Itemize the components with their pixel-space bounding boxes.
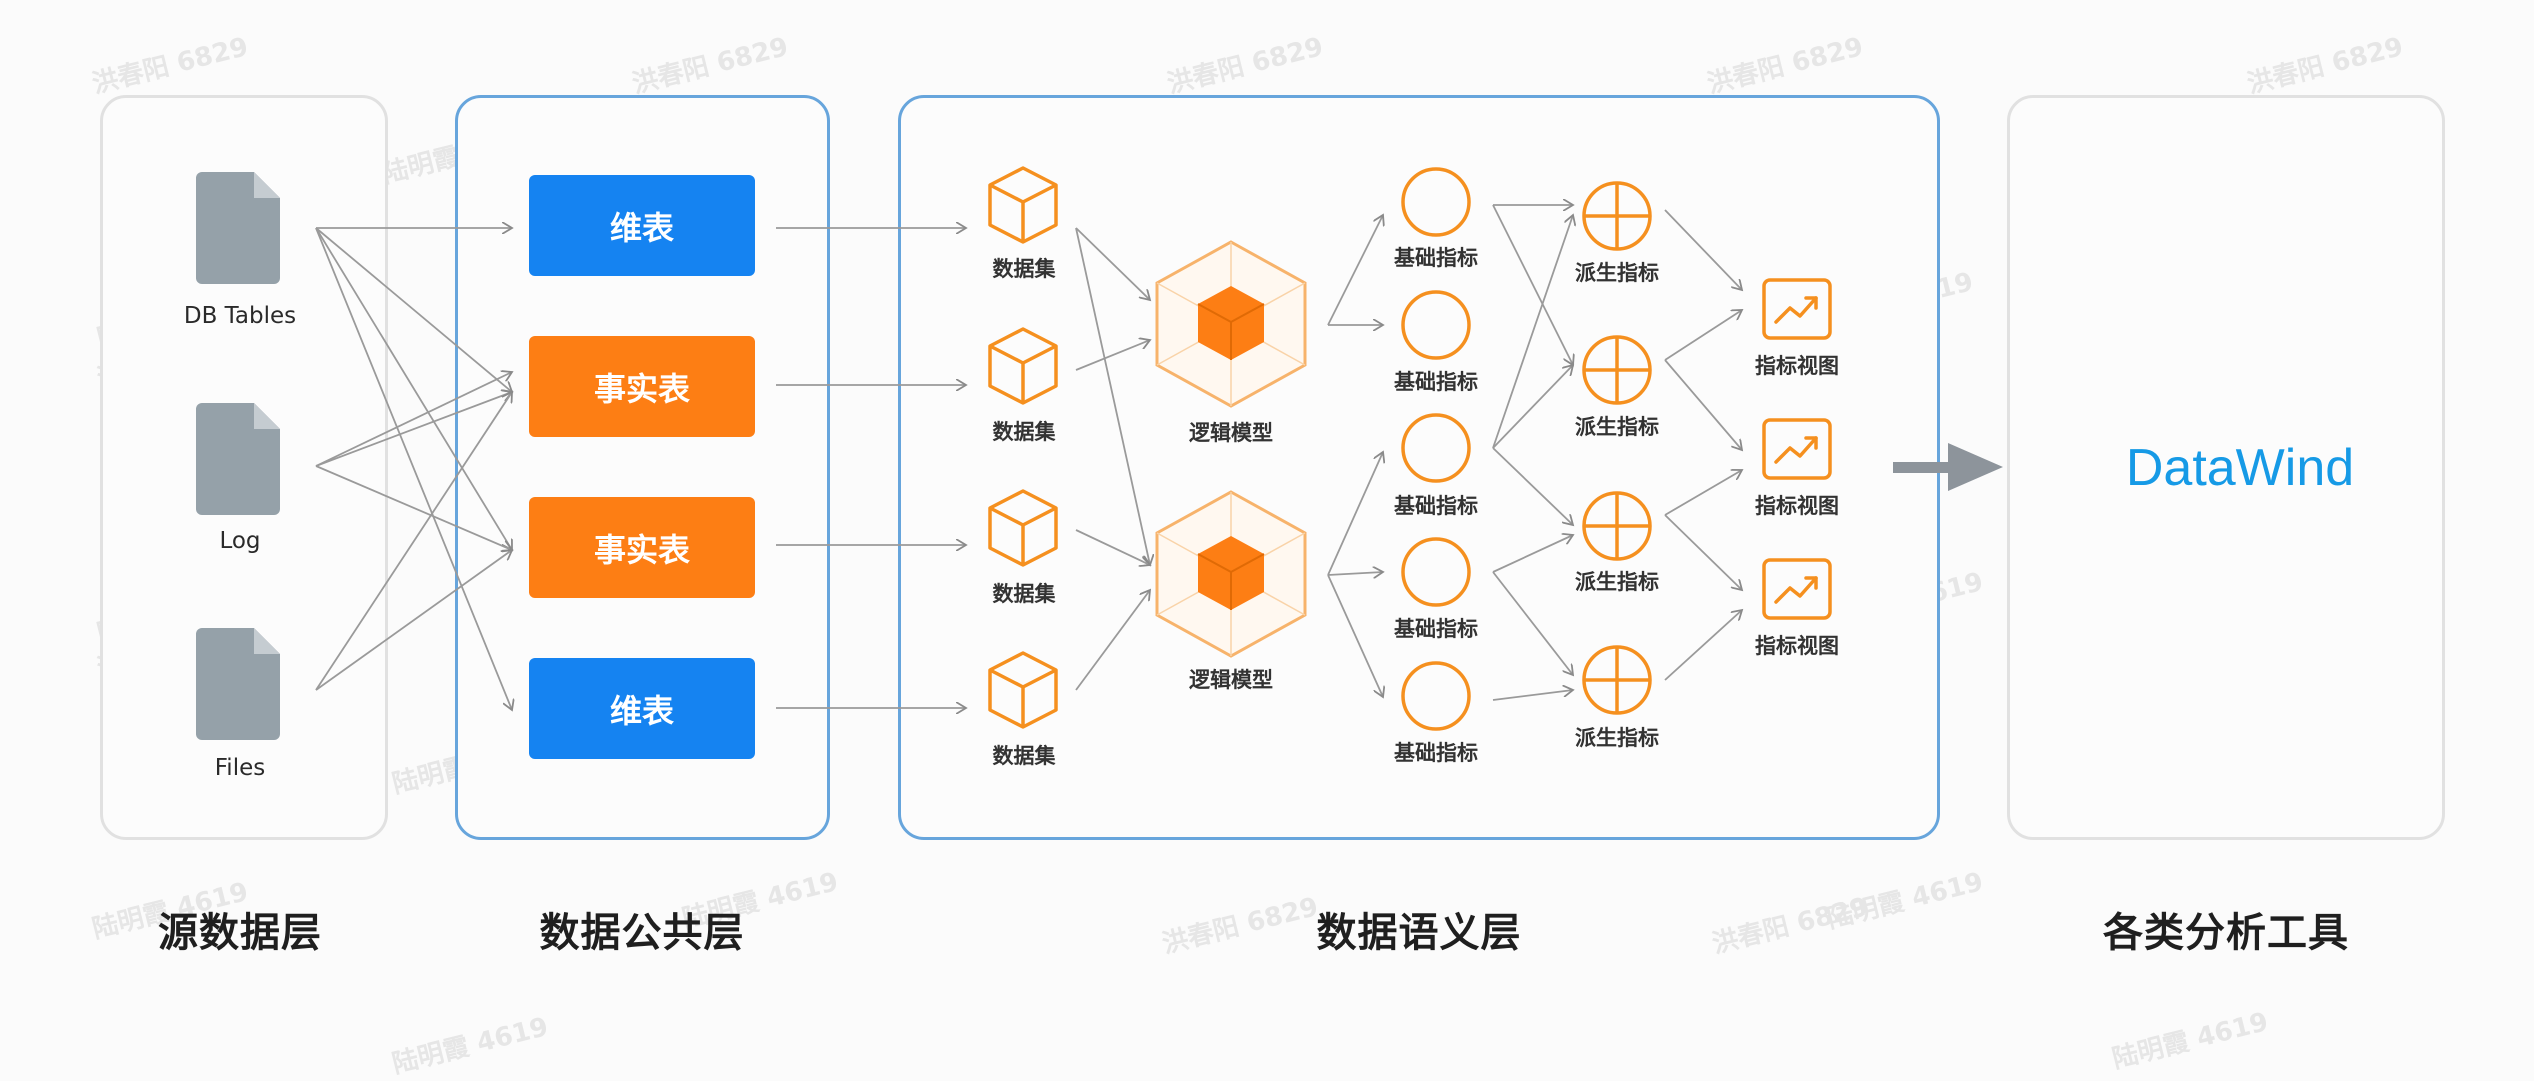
watermark: 洪春阳 6829 — [1704, 32, 1867, 100]
metric-view-label: 指标视图 — [1755, 634, 1839, 658]
metric-view-label: 指标视图 — [1755, 494, 1839, 518]
semantic-layer-title: 数据语义层 — [1316, 910, 1522, 956]
watermark: 洪春阳 6829 — [2244, 32, 2407, 100]
source-label: DB Tables — [183, 303, 297, 329]
watermark: 陆明霞 4619 — [2109, 1007, 2272, 1075]
metric-view-label: 指标视图 — [1755, 354, 1839, 378]
tools-layer-title: 各类分析工具 — [2103, 910, 2349, 956]
logical-model-label: 逻辑模型 — [1189, 668, 1273, 692]
dataset-cube-icon — [988, 327, 1058, 405]
logical-model-icon — [1155, 240, 1307, 408]
dimension-table-box: 维表 — [529, 175, 755, 276]
datawind-label: DataWind — [2125, 439, 2355, 497]
derived-metric-label: 派生指标 — [1575, 261, 1659, 285]
base-metric-label: 基础指标 — [1394, 617, 1478, 641]
db-tables-file-icon — [196, 172, 280, 284]
files-file-icon — [196, 628, 280, 740]
derived-metric-icon — [1582, 335, 1652, 405]
base-metric-circle-icon — [1401, 167, 1471, 237]
base-metric-label: 基础指标 — [1394, 370, 1478, 394]
derived-metric-icon — [1582, 645, 1652, 715]
watermark: 陆明霞 4619 — [389, 1012, 552, 1080]
metric-view-chart-icon — [1762, 418, 1832, 480]
metric-view-chart-icon — [1762, 278, 1832, 340]
logical-model-label: 逻辑模型 — [1189, 421, 1273, 445]
source-label: Files — [214, 755, 266, 781]
derived-metric-icon — [1582, 491, 1652, 561]
dataset-cube-icon — [988, 651, 1058, 729]
base-metric-circle-icon — [1401, 413, 1471, 483]
dataset-cube-icon — [988, 166, 1058, 244]
logical-model-icon — [1155, 490, 1307, 658]
source-layer-title: 源数据层 — [158, 910, 322, 956]
log-file-icon — [196, 403, 280, 515]
fact-table-box: 事实表 — [529, 336, 755, 437]
base-metric-circle-icon — [1401, 537, 1471, 607]
base-metric-circle-icon — [1401, 661, 1471, 731]
dimension-table-box: 维表 — [529, 658, 755, 759]
watermark: 陆明霞 4619 — [1824, 867, 1987, 935]
dataset-label: 数据集 — [992, 420, 1056, 444]
base-metric-label: 基础指标 — [1394, 246, 1478, 270]
derived-metric-label: 派生指标 — [1575, 570, 1659, 594]
fact-table-box: 事实表 — [529, 497, 755, 598]
base-metric-circle-icon — [1401, 290, 1471, 360]
metric-view-chart-icon — [1762, 558, 1832, 620]
derived-metric-icon — [1582, 181, 1652, 251]
watermark: 洪春阳 6829 — [1164, 32, 1327, 100]
semantic-layer-panel — [898, 95, 1940, 840]
watermark: 洪春阳 6829 — [89, 32, 252, 100]
base-metric-label: 基础指标 — [1394, 741, 1478, 765]
dataset-label: 数据集 — [992, 257, 1056, 281]
tools-panel — [2007, 95, 2445, 840]
derived-metric-label: 派生指标 — [1575, 726, 1659, 750]
derived-metric-label: 派生指标 — [1575, 415, 1659, 439]
dataset-label: 数据集 — [992, 744, 1056, 768]
dataset-cube-icon — [988, 489, 1058, 567]
dataset-label: 数据集 — [992, 582, 1056, 606]
watermark: 洪春阳 6829 — [629, 32, 792, 100]
base-metric-label: 基础指标 — [1394, 494, 1478, 518]
source-label: Log — [219, 528, 261, 554]
common-layer-title: 数据公共层 — [539, 910, 745, 956]
